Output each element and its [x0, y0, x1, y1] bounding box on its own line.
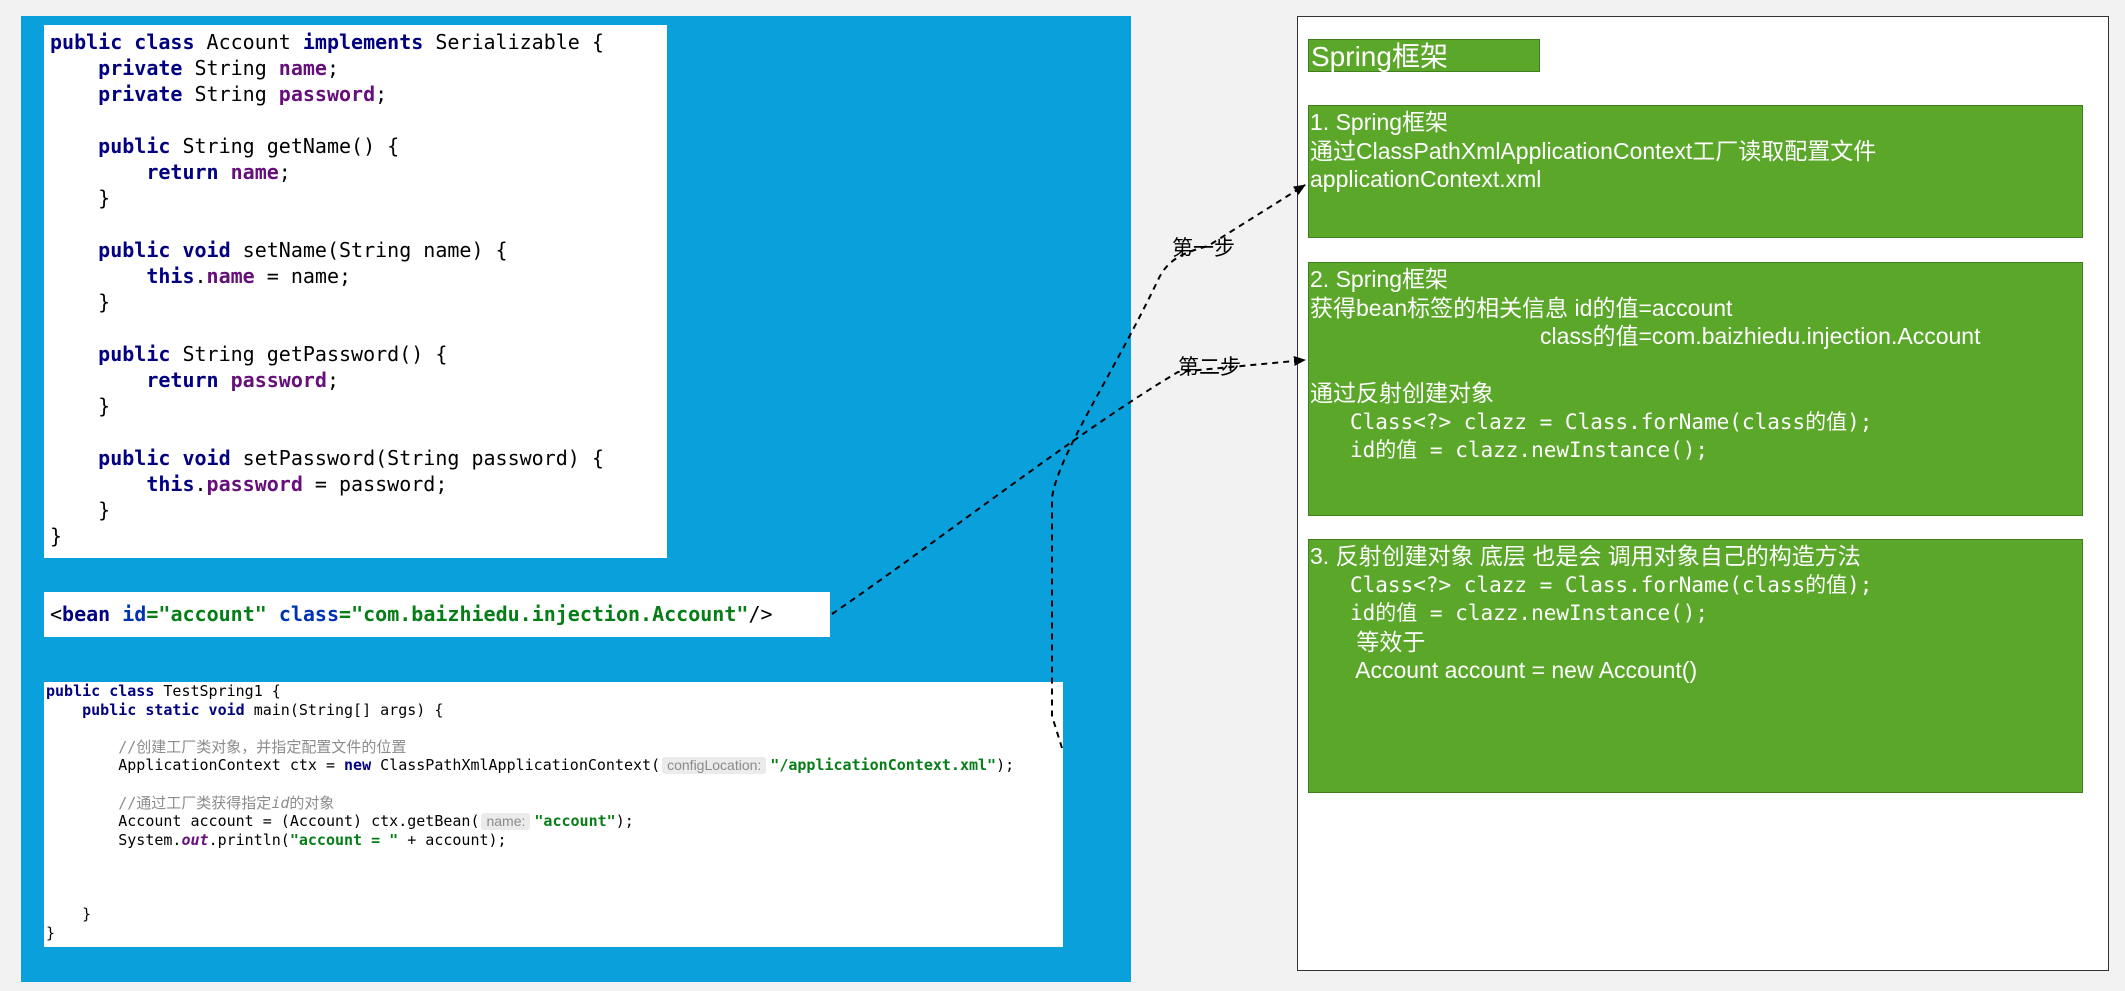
bean-xml-code: <bean id="account" class="com.baizhiedu.…	[44, 592, 830, 637]
account-class-code: public class Account implements Serializ…	[44, 25, 667, 558]
code-line: }	[50, 524, 63, 548]
code-line: <bean id="account" class="com.baizhiedu.…	[50, 602, 773, 626]
code-line: private String name;	[98, 56, 340, 80]
step-2-line: 获得bean标签的相关信息 id的值=account	[1310, 294, 1733, 321]
step-two-label: 第二步	[1178, 355, 1241, 379]
code-line: private String password;	[98, 82, 388, 106]
arrow-step-one	[1051, 184, 1306, 749]
code-line: Account account = (Account) ctx.getBean(…	[46, 812, 634, 831]
step-1-line: applicationContext.xml	[1310, 166, 1542, 192]
code-line: }	[50, 498, 111, 522]
step-2-code-line: id的值 = clazz.newInstance();	[1350, 438, 1709, 462]
step-1-line: 1. Spring框架	[1310, 109, 1449, 135]
step-3-line: 等效于	[1350, 628, 1426, 655]
code-line: public static void main(String[] args) {	[82, 700, 444, 719]
code-line: }	[50, 394, 111, 418]
step-2-code-line: Class<?> clazz = Class.forName(class的值);	[1350, 409, 1873, 434]
step-3-code-line: id的值 = clazz.newInstance();	[1350, 601, 1709, 625]
step-3-code-line: Class<?> clazz = Class.forName(class的值);	[1350, 572, 1873, 597]
code-line: }	[50, 186, 111, 210]
code-line: public class Account implements Serializ…	[50, 30, 604, 54]
test-spring-code: public class TestSpring1 { public static…	[44, 682, 1063, 947]
code-line: public String getName() {	[98, 134, 400, 158]
step-2-line: 2. Spring框架	[1310, 266, 1449, 292]
code-line: public void setPassword(String password)…	[98, 446, 604, 470]
spring-title: Spring框架	[1308, 39, 1540, 72]
code-line: this.password = password;	[146, 472, 448, 496]
step-2-line: 通过反射创建对象	[1310, 380, 1494, 406]
step-3-box: 3. 反射创建对象 底层 也是会 调用对象自己的构造方法 Class<?> cl…	[1308, 539, 2083, 793]
code-line: System.out.println("account = " + accoun…	[46, 830, 507, 849]
step-3-line: 3. 反射创建对象 底层 也是会 调用对象自己的构造方法	[1310, 543, 1861, 569]
account-class-code-text: public class Account implements Serializ…	[44, 25, 667, 549]
code-line: }	[50, 290, 111, 314]
step-2-box: 2. Spring框架 获得bean标签的相关信息 id的值=account c…	[1308, 262, 2083, 516]
code-line: public void setName(String name) {	[98, 238, 508, 262]
arrow-step-two	[831, 356, 1306, 615]
code-line: public String getPassword() {	[98, 342, 448, 366]
test-spring-code-text: public class TestSpring1 { public static…	[44, 682, 1063, 942]
step-2-line: class的值=com.baizhiedu.injection.Account	[1310, 323, 1981, 349]
code-line: //创建工厂类对象，并指定配置文件的位置	[118, 737, 407, 756]
step-one-label: 第一步	[1172, 236, 1235, 260]
bean-xml-code-text: <bean id="account" class="com.baizhiedu.…	[44, 592, 830, 637]
code-line: return password;	[146, 368, 339, 392]
step-3-line: Account account = new Account()	[1350, 657, 1698, 683]
step-1-line: 通过ClassPathXmlApplicationContext工厂读取配置文件	[1310, 137, 1877, 164]
code-line: }	[46, 923, 56, 942]
code-line: }	[46, 905, 92, 924]
code-line: //通过工厂类获得指定id的对象	[118, 793, 335, 812]
code-line: ApplicationContext ctx = new ClassPathXm…	[46, 756, 1015, 775]
code-line: return name;	[146, 160, 291, 184]
step-1-box: 1. Spring框架 通过ClassPathXmlApplicationCon…	[1308, 105, 2083, 238]
code-line: this.name = name;	[146, 264, 352, 288]
code-line: public class TestSpring1 {	[46, 682, 281, 700]
